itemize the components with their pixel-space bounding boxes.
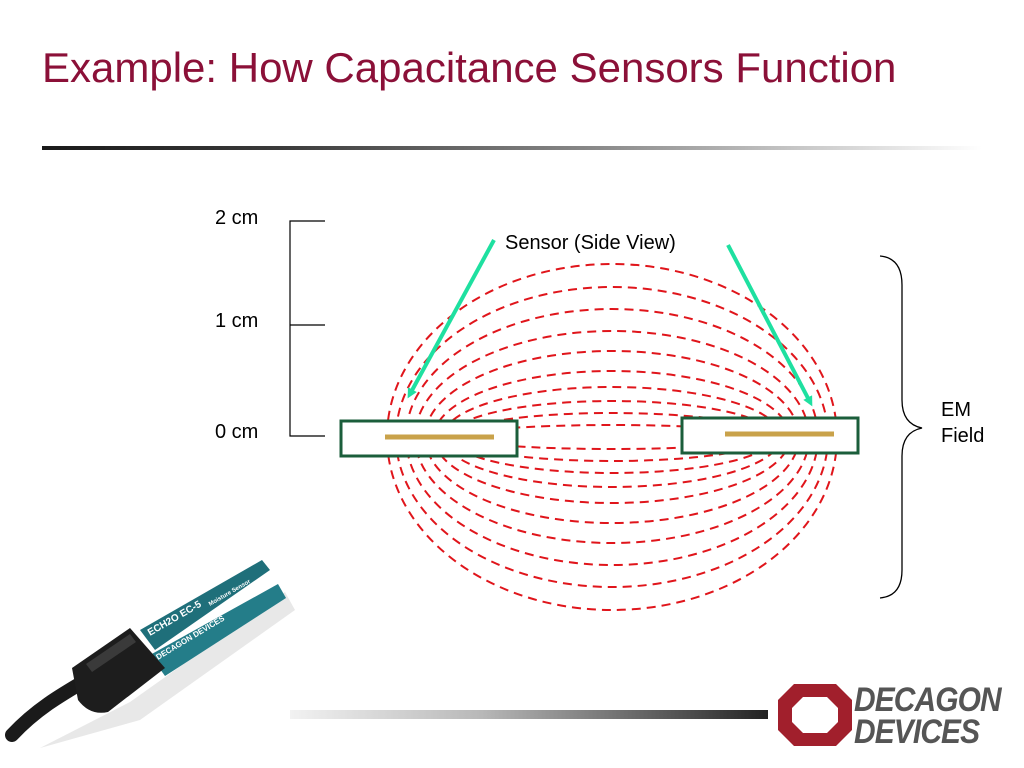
scale-label-0cm: 0 cm <box>215 421 259 443</box>
logo-text: DECAGON DEVICES <box>854 681 1002 751</box>
sensor-arrow-left <box>407 239 496 399</box>
sensor-right <box>680 416 860 455</box>
sensor-arrow-right <box>726 244 813 407</box>
footer-divider <box>290 710 768 719</box>
em-field-label: EM Field <box>941 397 984 449</box>
title-divider <box>42 146 982 150</box>
em-field-brace <box>879 255 923 599</box>
logo-line2: DEVICES <box>854 713 980 751</box>
em-field-label-line2: Field <box>941 425 985 447</box>
probe-body <box>72 628 165 713</box>
scale-label-1cm: 1 cm <box>215 310 259 332</box>
probe-blades: ECH2O EC-5 Moisture Sensor DECAGON DEVIC… <box>140 560 286 676</box>
scale-label-2cm: 2 cm <box>215 207 259 229</box>
sensor-label: Sensor (Side View) <box>505 232 676 254</box>
sensor-left <box>339 419 519 458</box>
logo-line1: DECAGON <box>854 681 1002 719</box>
slide-title: Example: How Capacitance Sensors Functio… <box>42 44 897 91</box>
scale-bracket <box>289 220 325 437</box>
em-field-label-line1: EM <box>941 399 971 421</box>
